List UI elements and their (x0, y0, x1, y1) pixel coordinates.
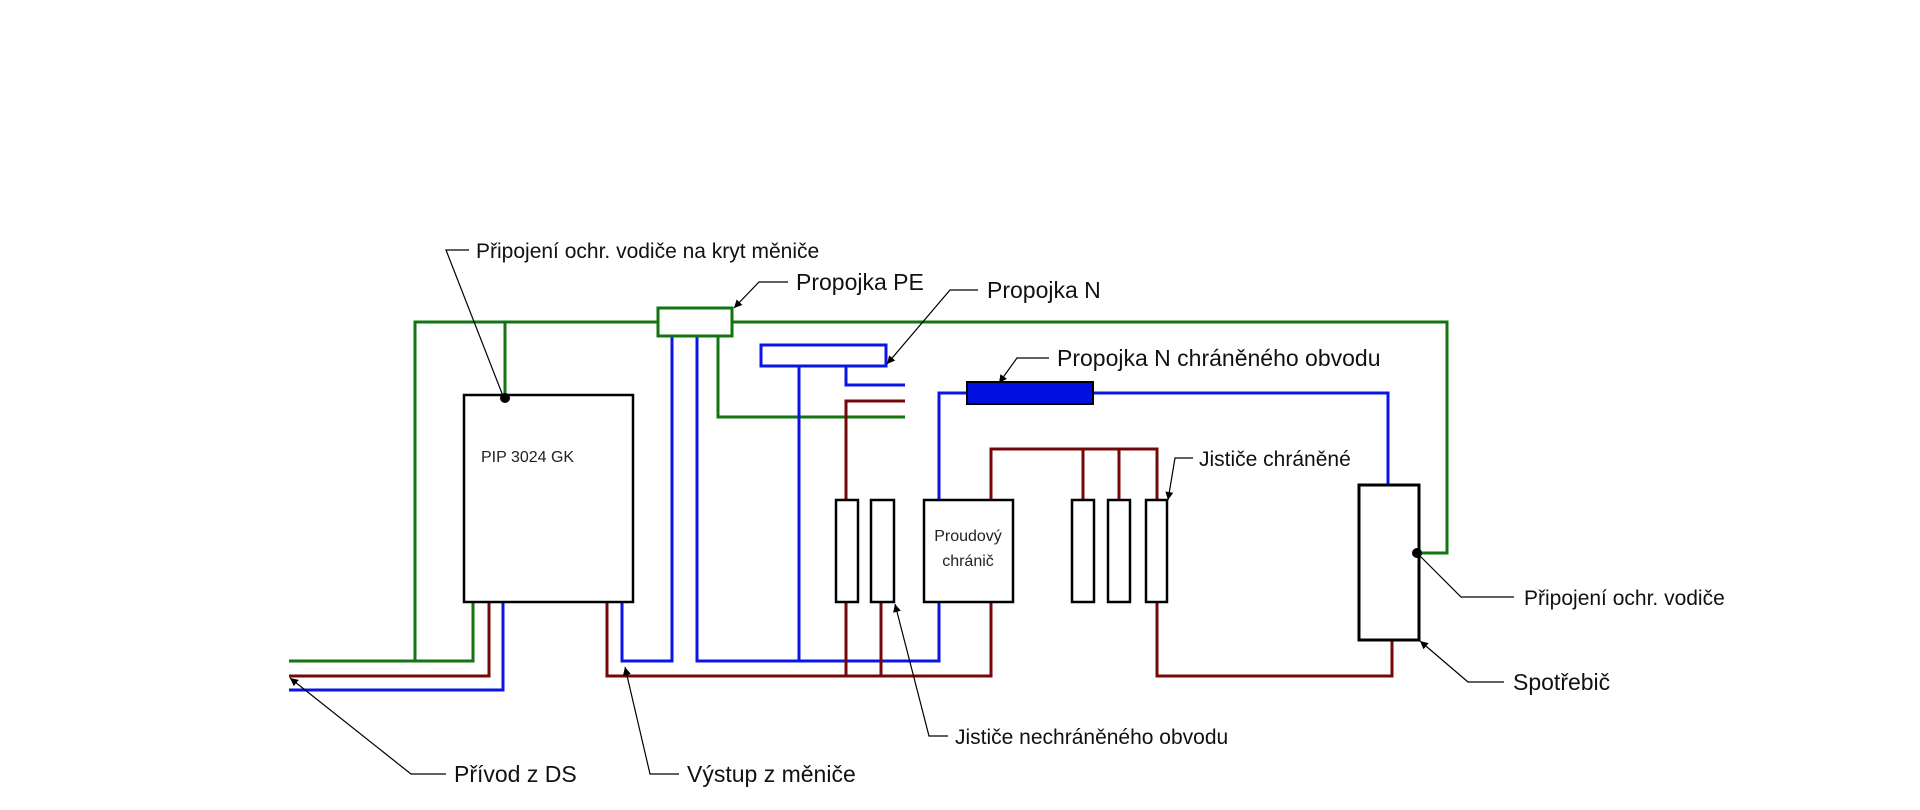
leader-lines (289, 249, 1514, 775)
inverter-box: PIP 3024 GK (462, 393, 635, 604)
unprotected-breaker-2 (869, 498, 896, 604)
pe-wiring (289, 320, 1449, 663)
unprotected-breaker-1 (834, 498, 860, 604)
pe-connection-dot-inverter (500, 393, 510, 403)
phase-wiring (289, 399, 1394, 678)
rcd-label-line1: Proudový (934, 528, 1002, 545)
pe-bridge (656, 306, 734, 338)
inverter-label: PIP 3024 GK (481, 449, 574, 466)
protected-breaker-3 (1144, 498, 1169, 604)
label-pe-connection: Připojení ochr. vodiče (1524, 587, 1725, 610)
label-grid-input: Přívod z DS (454, 761, 577, 787)
n-bridge (759, 343, 888, 368)
label-protected-breakers: Jističe chráněné (1199, 448, 1351, 471)
rcd-box: Proudový chránič (922, 498, 1015, 604)
protected-breaker-1 (1070, 498, 1096, 604)
rcd-label-line2: chránič (942, 553, 994, 570)
neutral-wiring (289, 336, 1390, 692)
label-pe-to-inverter-case: Připojení ochr. vodiče na kryt měniče (476, 240, 819, 263)
label-n-bridge: Propojka N (987, 277, 1101, 303)
protected-breaker-2 (1106, 498, 1132, 604)
label-appliance: Spotřebič (1513, 669, 1610, 695)
label-pe-bridge: Propojka PE (796, 269, 924, 295)
label-inverter-output: Výstup z měniče (687, 761, 856, 787)
label-unprotected-breakers: Jističe nechráněného obvodu (955, 726, 1228, 749)
appliance-box (1357, 483, 1421, 642)
label-n-bridge-protected: Propojka N chráněného obvodu (1057, 345, 1381, 371)
n-bridge-protected (966, 381, 1094, 405)
